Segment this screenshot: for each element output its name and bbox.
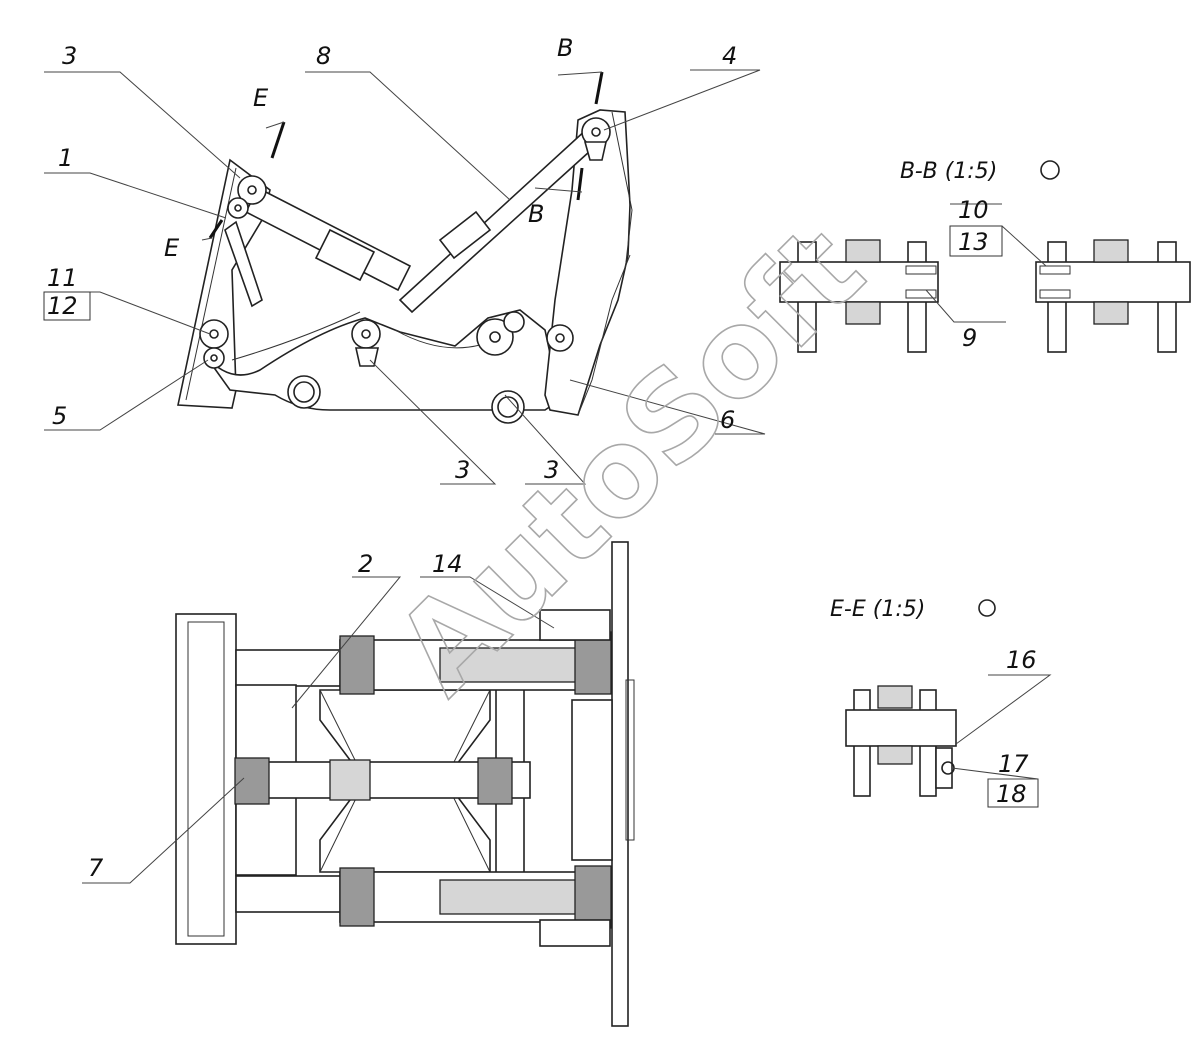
leader-lines-side <box>43 69 766 485</box>
label-12: 12 <box>47 292 78 320</box>
part-labels: 3 8 4 1 11 12 5 3 3 6 2 14 7 10 13 9 16 … <box>47 42 1037 882</box>
label-10: 10 <box>958 196 989 224</box>
label-5: 5 <box>52 402 67 430</box>
label-17: 17 <box>998 750 1029 778</box>
pin-joints <box>199 117 611 424</box>
diagonal-brace <box>224 220 263 308</box>
label-3-right: 3 <box>544 456 559 484</box>
label-18: 18 <box>996 780 1027 808</box>
side-view <box>177 71 633 424</box>
section-bb-left <box>779 239 939 353</box>
label-3-mid: 3 <box>455 456 470 484</box>
mark-e-left: E <box>164 234 180 262</box>
mark-e-top: E <box>253 84 269 112</box>
mark-b-top: B <box>557 34 573 62</box>
section-titles: B-B (1:5) E-E (1:5) <box>830 159 997 622</box>
end-plate <box>175 613 237 945</box>
hydraulic-cylinder-8 <box>244 126 602 314</box>
mark-b-mid: B <box>528 200 544 228</box>
label-3-top: 3 <box>62 42 77 70</box>
label-7: 7 <box>88 854 104 882</box>
label-2: 2 <box>358 550 373 578</box>
label-9: 9 <box>962 324 977 352</box>
section-marks: B B E E <box>164 34 573 262</box>
label-6: 6 <box>720 406 735 434</box>
label-14: 14 <box>432 550 463 578</box>
plan-view <box>175 541 635 1027</box>
label-1: 1 <box>58 144 73 172</box>
section-bb <box>779 160 1191 353</box>
title-section-bb: B-B (1:5) <box>900 159 997 184</box>
label-8: 8 <box>316 42 331 70</box>
section-ee <box>845 599 1052 808</box>
left-plate <box>177 158 271 409</box>
section-bb-right <box>1035 239 1191 353</box>
label-13: 13 <box>958 228 989 256</box>
title-section-ee: E-E (1:5) <box>830 597 925 622</box>
leader-lines-plan <box>82 576 555 884</box>
label-16: 16 <box>1006 646 1037 674</box>
label-11: 11 <box>47 264 78 292</box>
label-4: 4 <box>722 42 737 70</box>
